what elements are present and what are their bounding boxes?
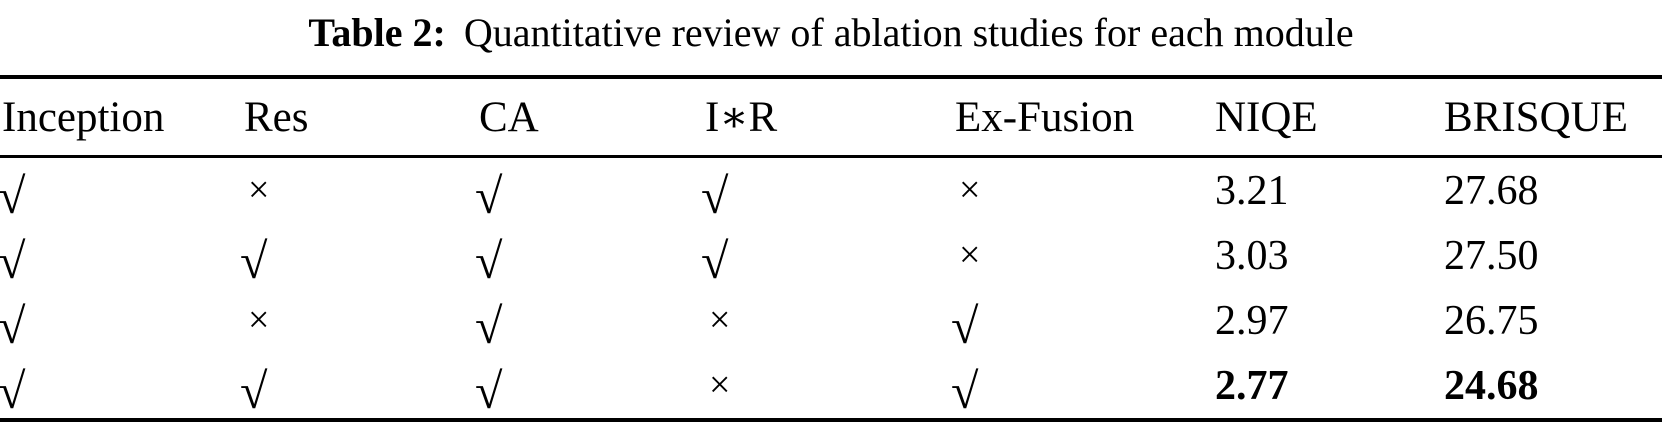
column-header-niqe: NIQE	[1213, 77, 1442, 158]
metric-cell-niqe: 2.77	[1215, 362, 1289, 409]
table-row-3: √ × √ × √ 2.97 26.75	[0, 288, 1662, 353]
column-header-ir: I∗R	[703, 77, 953, 158]
metric-cell-brisque: 27.68	[1444, 167, 1539, 214]
check-icon: √	[701, 233, 729, 289]
metric-cell-brisque: 24.68	[1444, 362, 1539, 409]
ablation-cell-inception: √	[0, 288, 242, 353]
cross-icon: ×	[959, 233, 981, 276]
column-header-ca: CA	[477, 77, 703, 158]
check-icon: √	[475, 298, 503, 354]
check-icon: √	[951, 363, 979, 419]
cross-icon: ×	[709, 298, 731, 341]
ablation-cell-ca: √	[475, 223, 703, 289]
check-icon: √	[0, 298, 26, 354]
ablation-cell-ir: √	[701, 223, 953, 289]
ablation-cell-ca: √	[475, 353, 703, 420]
ablation-cell-res: ×	[242, 288, 477, 353]
ablation-cell-res: √	[240, 353, 477, 420]
table-caption-label: Table 2:	[308, 10, 446, 55]
ablation-cell-exfusion: √	[951, 288, 1213, 354]
metric-cell-brisque: 26.75	[1444, 297, 1539, 344]
column-header-exfusion: Ex-Fusion	[953, 77, 1213, 158]
check-icon: √	[0, 168, 26, 224]
table-row-1: √ × √ √ × 3.21 27.68	[0, 157, 1662, 224]
check-icon: √	[0, 363, 26, 419]
metric-cell-niqe: 3.03	[1215, 232, 1289, 279]
check-icon: √	[475, 233, 503, 289]
ablation-cell-exfusion: ×	[953, 223, 1213, 288]
cross-icon: ×	[709, 363, 731, 406]
table-caption: Table 2: Quantitative review of ablation …	[0, 0, 1662, 66]
ablation-cell-res: ×	[242, 157, 477, 224]
ablation-cell-exfusion: √	[951, 353, 1213, 420]
column-header-inception: Inception	[0, 77, 242, 158]
ablation-cell-ir: √	[701, 157, 953, 224]
ablation-cell-inception: √	[0, 353, 242, 420]
check-icon: √	[475, 168, 503, 224]
cross-icon: ×	[959, 168, 981, 211]
check-icon: √	[0, 233, 26, 289]
cross-icon: ×	[248, 168, 270, 211]
check-icon: √	[240, 363, 268, 419]
metric-cell-brisque: 27.50	[1444, 232, 1539, 279]
check-icon: √	[240, 233, 268, 289]
check-icon: √	[951, 298, 979, 354]
ablation-cell-ir: ×	[703, 288, 953, 353]
ablation-cell-inception: √	[0, 223, 242, 288]
column-header-res: Res	[242, 77, 477, 158]
cross-icon: ×	[248, 298, 270, 341]
column-header-brisque: BRISQUE	[1442, 77, 1662, 158]
ablation-cell-ca: √	[475, 288, 703, 354]
ablation-cell-res: √	[240, 223, 477, 289]
metric-cell-niqe: 3.21	[1215, 167, 1289, 214]
check-icon: √	[701, 168, 729, 224]
table-caption-text: Quantitative review of ablation studies …	[463, 10, 1354, 55]
check-icon: √	[475, 363, 503, 419]
metric-cell-niqe: 2.97	[1215, 297, 1289, 344]
ablation-cell-inception: √	[0, 157, 242, 224]
ablation-cell-ca: √	[475, 157, 703, 224]
ablation-cell-exfusion: ×	[953, 157, 1213, 224]
table-row-4: √ √ √ × √ 2.77 24.68	[0, 353, 1662, 420]
ablation-cell-ir: ×	[703, 353, 953, 420]
table-row-2: √ √ √ √ × 3.03 27.50	[0, 223, 1662, 288]
